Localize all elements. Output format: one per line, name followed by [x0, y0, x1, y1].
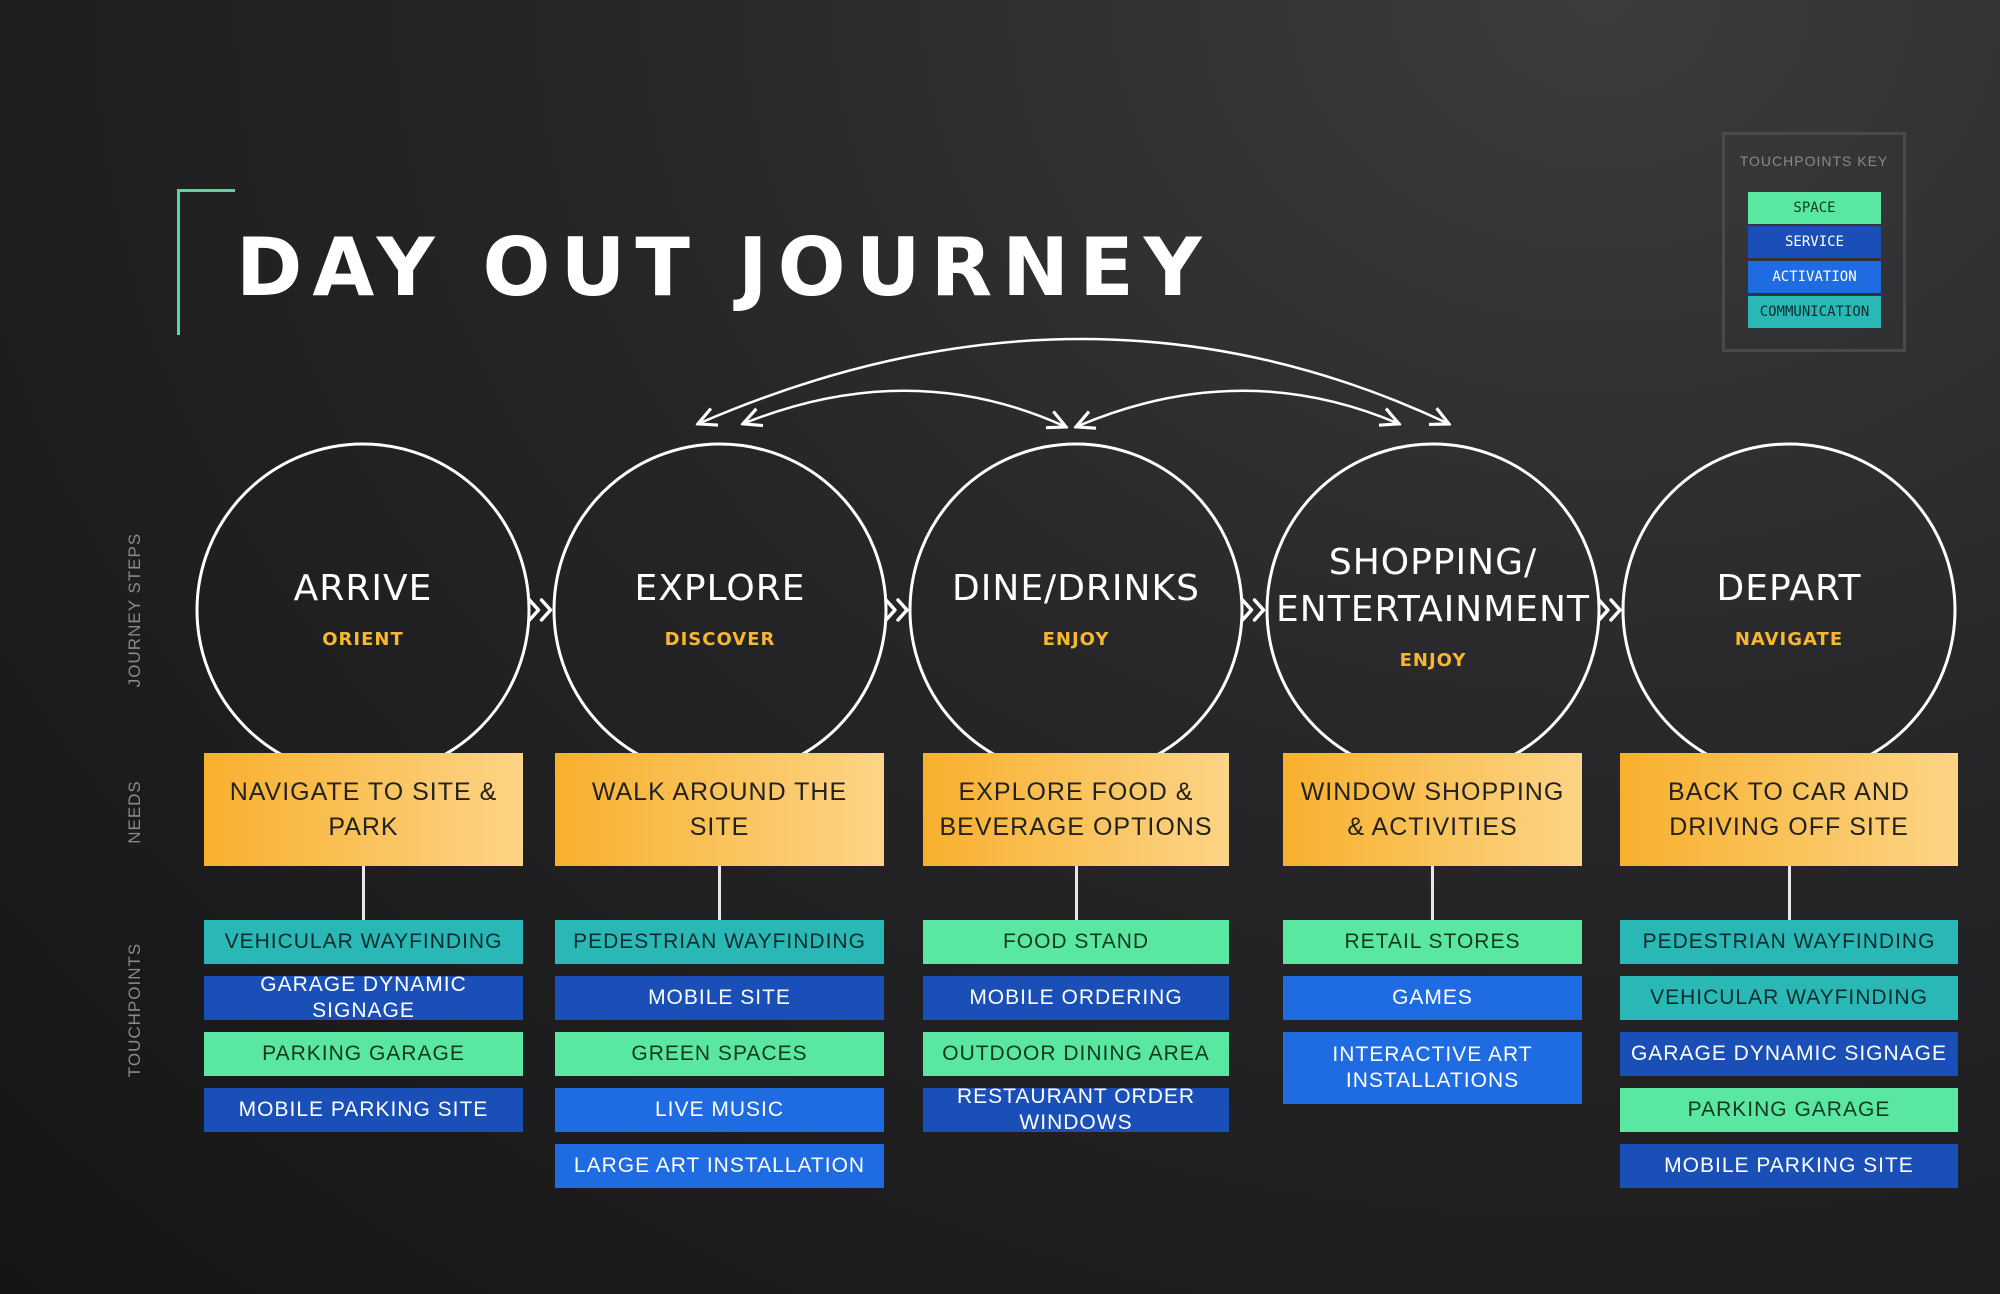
step-name: EXPLORE — [634, 568, 806, 609]
touchpoint-item: PARKING GARAGE — [204, 1032, 523, 1076]
arc-explore-shopping — [700, 337, 1447, 423]
touchpoint-item: RESTAURANT ORDER WINDOWS — [923, 1085, 1229, 1134]
journey-step: DEPART NAVIGATE — [1624, 566, 1954, 650]
touchpoint-item: VEHICULAR WAYFINDING — [1620, 976, 1958, 1020]
need-box: WALK AROUND THE SITE — [555, 753, 884, 866]
title-bracket — [177, 189, 235, 335]
need-box: NAVIGATE TO SITE & PARK — [204, 753, 523, 866]
touchpoint-item: INTERACTIVE ART INSTALLATIONS — [1283, 1032, 1582, 1104]
chevron-right-icon — [884, 598, 909, 622]
need-box: BACK TO CAR AND DRIVING OFF SITE — [1620, 753, 1958, 866]
step-subtitle: DISCOVER — [664, 628, 776, 650]
key-item-communication: COMMUNICATION — [1748, 296, 1881, 328]
need-box: EXPLORE FOOD & BEVERAGE OPTIONS — [923, 753, 1229, 866]
touchpoint-item: FOOD STAND — [923, 920, 1229, 964]
key-item-space: SPACE — [1748, 192, 1881, 224]
step-subtitle: NAVIGATE — [1734, 628, 1844, 650]
step-name: SHOPPING/ ENTERTAINMENT — [1276, 542, 1590, 630]
chevron-right-icon — [1597, 598, 1622, 622]
need-box: WINDOW SHOPPING & ACTIVITIES — [1283, 753, 1582, 866]
step-subtitle: ORIENT — [322, 628, 404, 650]
journey-step: SHOPPING/ ENTERTAINMENT ENJOY — [1268, 540, 1598, 671]
touchpoint-item: OUTDOOR DINING AREA — [923, 1032, 1229, 1076]
touchpoint-item: GAMES — [1283, 976, 1582, 1020]
journey-step: DINE/DRINKS ENJOY — [911, 566, 1241, 650]
touchpoint-item: LIVE MUSIC — [555, 1088, 884, 1132]
touchpoint-item: MOBILE ORDERING — [923, 976, 1229, 1020]
touchpoint-item: LARGE ART INSTALLATION — [555, 1144, 884, 1188]
touchpoint-item: MOBILE PARKING SITE — [204, 1088, 523, 1132]
step-subtitle: ENJOY — [1042, 628, 1110, 650]
page-title: DAY OUT JOURNEY — [236, 221, 1212, 314]
journey-step: EXPLORE DISCOVER — [555, 566, 885, 650]
step-name: DEPART — [1716, 568, 1862, 609]
connector-line — [362, 866, 365, 920]
touchpoint-item: RETAIL STORES — [1283, 920, 1582, 964]
touchpoint-item: GARAGE DYNAMIC SIGNAGE — [204, 973, 523, 1022]
touchpoint-item: GARAGE DYNAMIC SIGNAGE — [1620, 1032, 1958, 1076]
touchpoint-item: PEDESTRIAN WAYFINDING — [1620, 920, 1958, 964]
connector-line — [718, 866, 721, 920]
chevron-right-icon — [1240, 598, 1266, 622]
key-item-service: SERVICE — [1748, 226, 1881, 258]
step-name: DINE/DRINKS — [952, 568, 1200, 609]
touchpoint-item: PARKING GARAGE — [1620, 1088, 1958, 1132]
step-name: ARRIVE — [293, 568, 433, 609]
arc-dine-shopping — [1078, 389, 1397, 426]
connector-line — [1074, 866, 1078, 920]
touchpoint-item: GREEN SPACES — [555, 1032, 884, 1076]
connector-line — [1787, 866, 1791, 920]
touchpoint-item: MOBILE SITE — [555, 976, 884, 1020]
touchpoints-key: TOUCHPOINTS KEY SPACE SERVICE ACTIVATION… — [1722, 132, 1906, 352]
key-item-activation: ACTIVATION — [1748, 261, 1881, 293]
key-title: TOUCHPOINTS KEY — [1739, 153, 1889, 169]
connector-line — [1431, 866, 1434, 920]
touchpoint-item: VEHICULAR WAYFINDING — [204, 920, 523, 964]
touchpoint-item: PEDESTRIAN WAYFINDING — [555, 920, 884, 964]
touchpoint-item: MOBILE PARKING SITE — [1620, 1144, 1958, 1188]
journey-step: ARRIVE ORIENT — [198, 566, 528, 650]
step-subtitle: ENJOY — [1399, 649, 1467, 671]
chevron-right-icon — [527, 598, 553, 622]
arc-explore-dine — [745, 389, 1064, 426]
